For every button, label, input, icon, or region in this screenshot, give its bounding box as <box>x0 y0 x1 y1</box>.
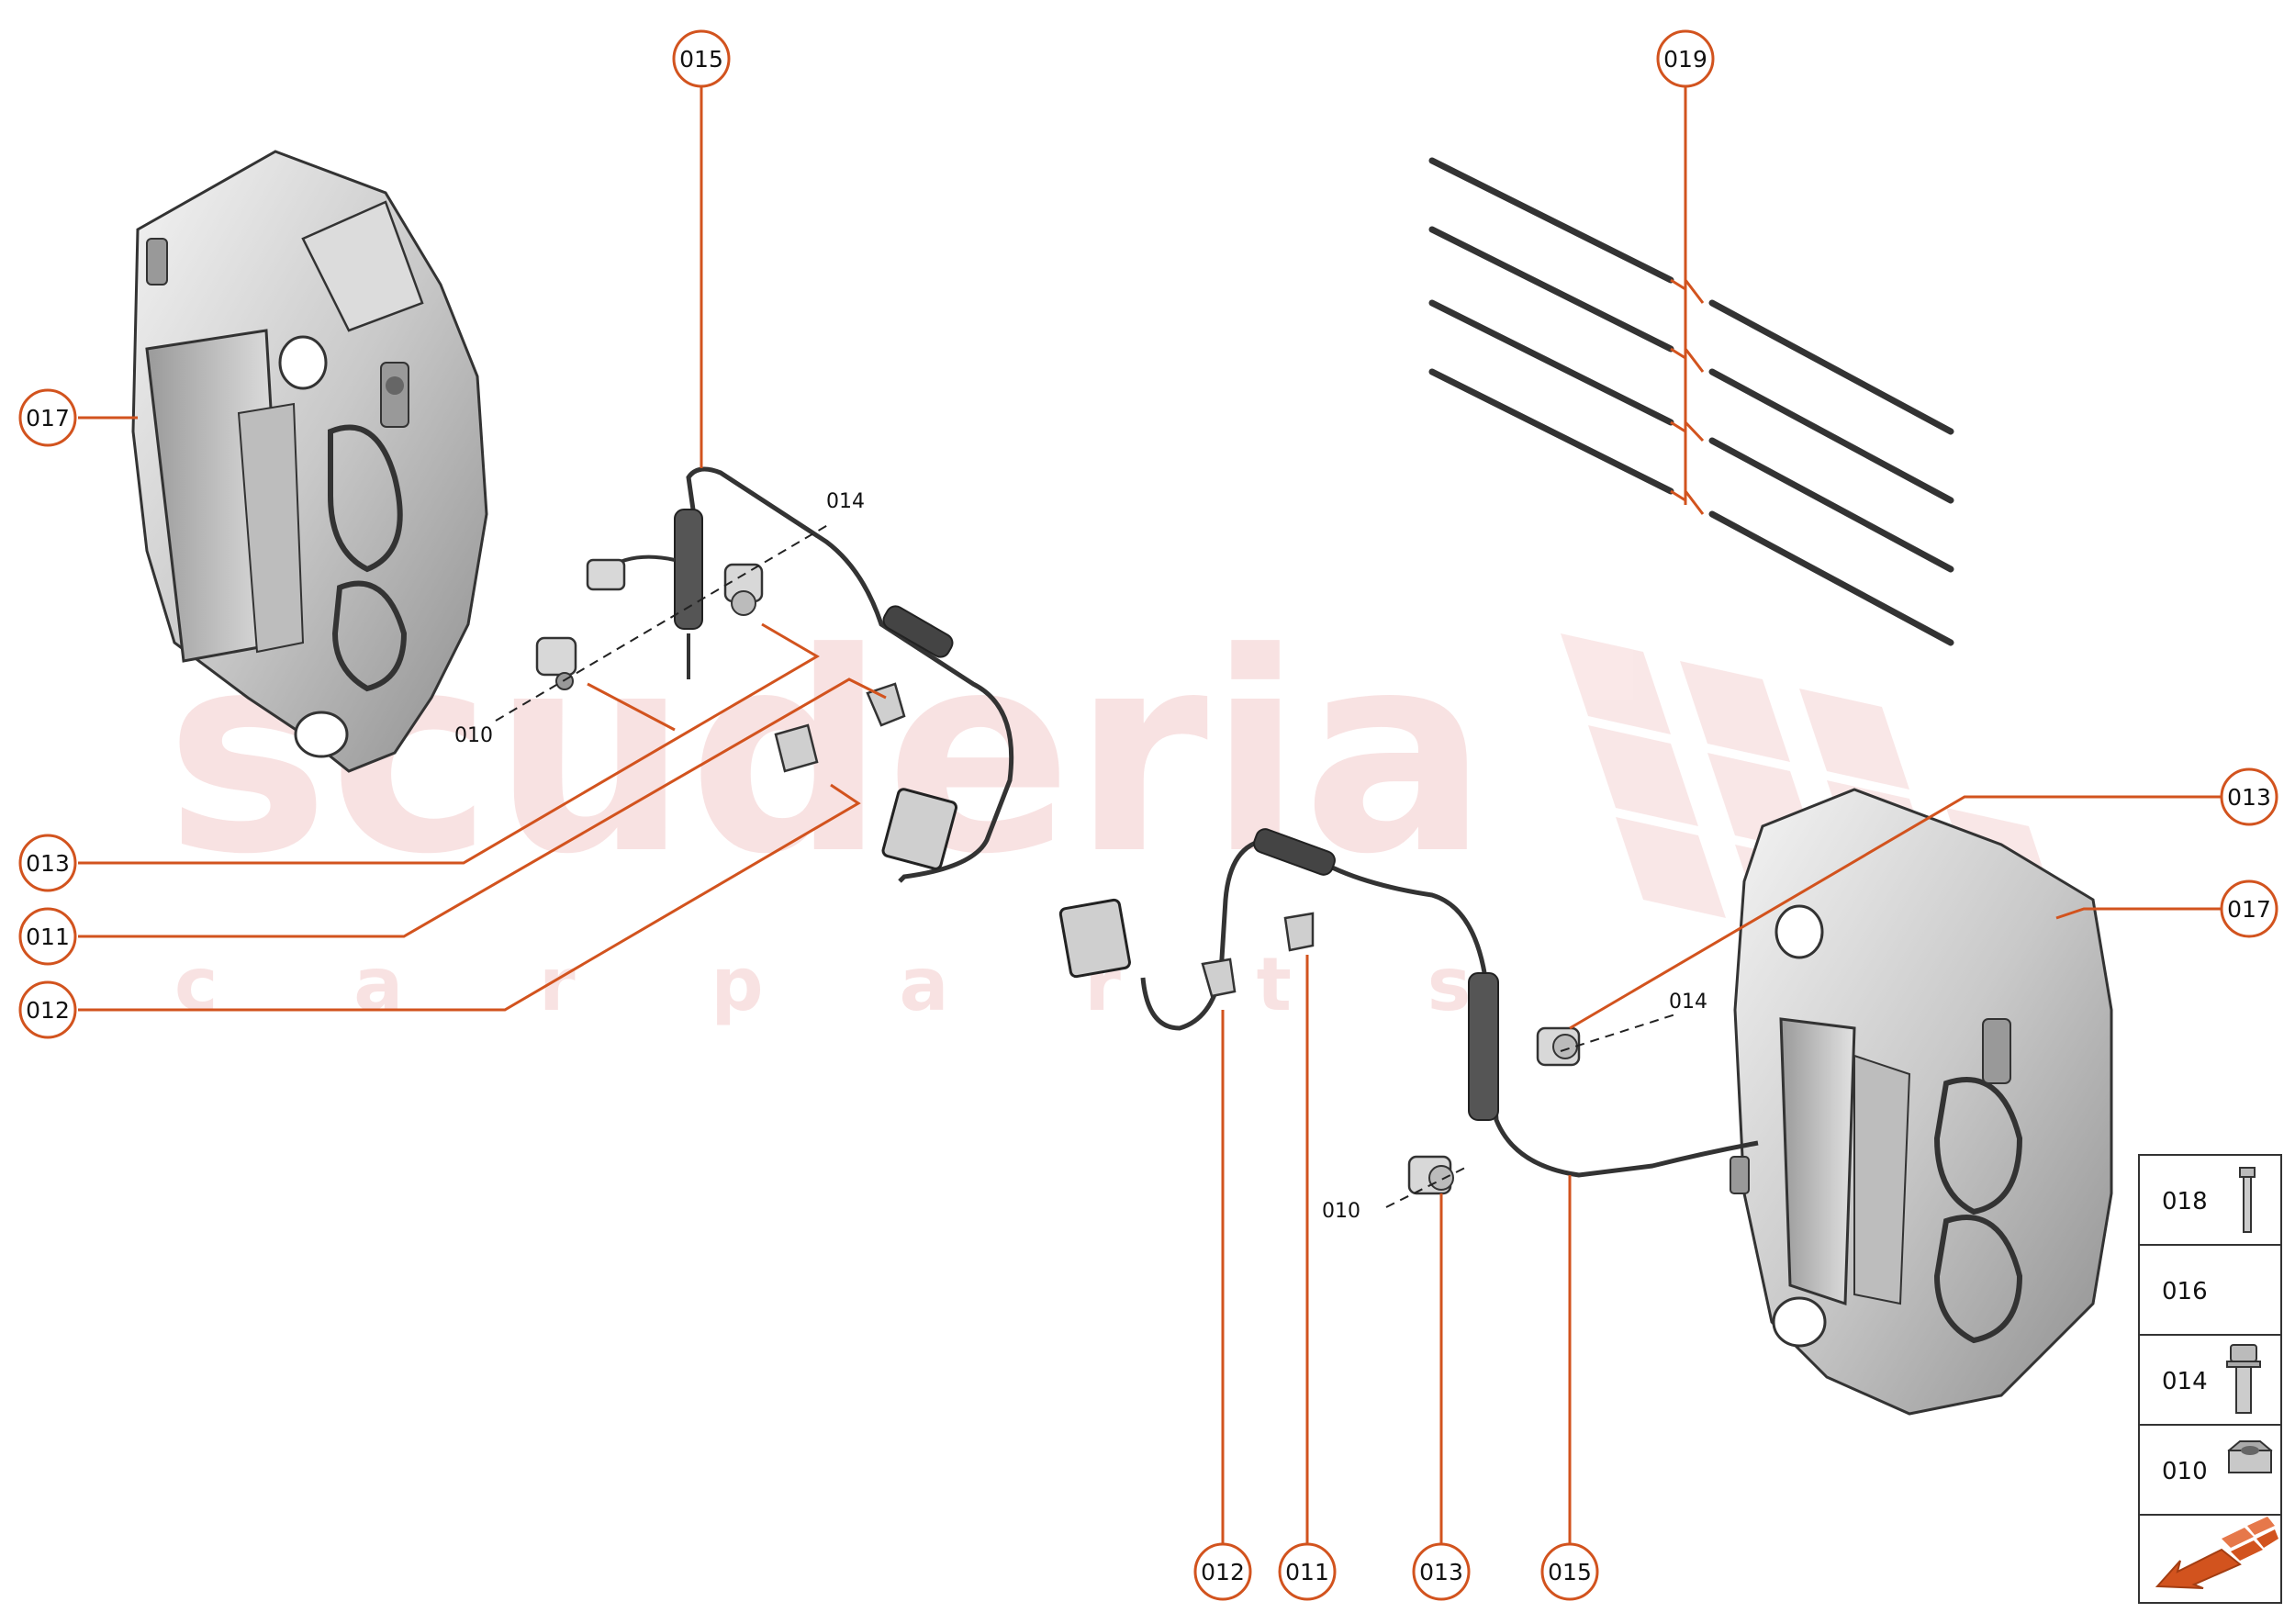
callout-015-top-label: 015 <box>679 46 723 73</box>
right-sensor-assembly <box>1058 828 1759 1195</box>
callout-011-left-label: 011 <box>26 924 70 950</box>
callout-017-right[interactable]: 017 <box>2220 879 2278 938</box>
legend-row-010[interactable]: 010 <box>2162 1440 2273 1485</box>
label-010-left: 010 <box>454 724 493 747</box>
callout-015-bottom-label: 015 <box>1548 1559 1592 1585</box>
left-brake-caliper <box>131 150 488 773</box>
callout-012-left[interactable]: 012 <box>18 980 77 1039</box>
callout-013-bottom-label: 013 <box>1419 1559 1463 1585</box>
callout-019-top-label: 019 <box>1663 46 1707 73</box>
guide-pins <box>1428 157 1954 646</box>
callout-013-left-label: 013 <box>26 850 70 877</box>
callout-013-left[interactable]: 013 <box>18 834 77 892</box>
callout-012-left-label: 012 <box>26 997 70 1024</box>
callouts: 015 019 017 013 011 012 013 017 <box>18 29 2278 1601</box>
left-sensor-assembly <box>535 466 1014 883</box>
callout-012-bottom-label: 012 <box>1201 1559 1245 1585</box>
callout-017-left-label: 017 <box>26 405 70 431</box>
legend-code-018: 018 <box>2162 1188 2208 1215</box>
callout-019-top[interactable]: 019 <box>1656 29 1715 88</box>
flange-bolt-icon <box>2226 1344 2261 1414</box>
label-014-right: 014 <box>1669 991 1707 1014</box>
label-014-left: 014 <box>826 490 865 513</box>
callout-013-bottom[interactable]: 013 <box>1412 1542 1471 1601</box>
dashed-axes <box>495 522 1676 1208</box>
parts-legend: 018 016 014 010 <box>2138 1154 2282 1604</box>
legend-row-016[interactable]: 016 <box>2162 1278 2208 1305</box>
leader-lines <box>78 83 2222 1551</box>
watermark-tagline: c a r p a r t s <box>174 942 1526 1027</box>
callout-011-left[interactable]: 011 <box>18 907 77 966</box>
legend-code-016: 016 <box>2162 1278 2208 1305</box>
callout-017-left[interactable]: 017 <box>18 388 77 447</box>
legend-row-014[interactable]: 014 <box>2162 1344 2261 1414</box>
callout-011-bottom-label: 011 <box>1285 1559 1329 1585</box>
legend-code-010: 010 <box>2162 1458 2208 1485</box>
right-brake-caliper <box>1730 788 2113 1416</box>
label-010-right: 010 <box>1322 1200 1360 1223</box>
direction-arrow-icon <box>2155 1517 2278 1589</box>
callout-017-right-label: 017 <box>2227 896 2271 923</box>
callout-011-bottom[interactable]: 011 <box>1278 1542 1337 1601</box>
long-bolt-icon <box>2239 1167 2256 1233</box>
nut-icon <box>2227 1440 2273 1473</box>
legend-code-014: 014 <box>2162 1368 2208 1395</box>
callout-013-right-label: 013 <box>2227 784 2271 811</box>
callout-015-bottom[interactable]: 015 <box>1540 1542 1599 1601</box>
legend-row-018[interactable]: 018 <box>2162 1167 2256 1233</box>
callout-013-right[interactable]: 013 <box>2220 767 2278 826</box>
inline-labels: 014 010 014 010 <box>454 490 1707 1223</box>
callout-015-top[interactable]: 015 <box>672 29 731 88</box>
callout-012-bottom[interactable]: 012 <box>1193 1542 1252 1601</box>
